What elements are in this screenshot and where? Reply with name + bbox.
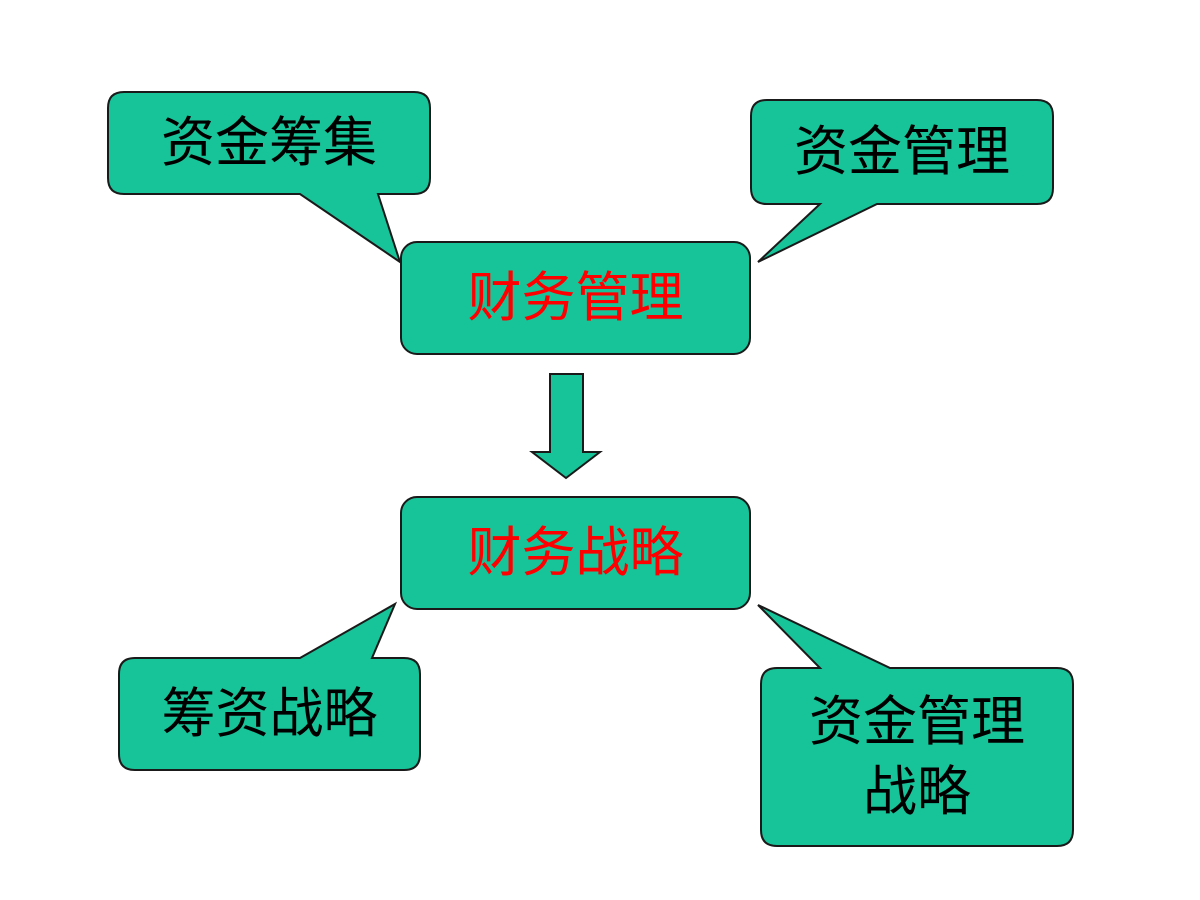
callout-bottom-right-shape <box>757 604 1074 847</box>
down-arrow-icon <box>529 373 603 480</box>
callout-top-left-shape <box>107 91 431 265</box>
callout-top-right-shape <box>750 99 1054 263</box>
center-bottom-box <box>400 496 751 610</box>
center-top-box <box>400 241 751 355</box>
callout-bottom-left-shape <box>118 601 421 771</box>
